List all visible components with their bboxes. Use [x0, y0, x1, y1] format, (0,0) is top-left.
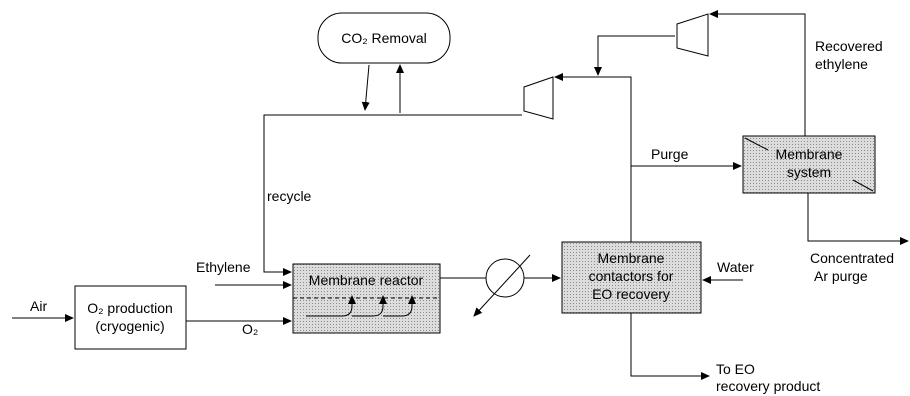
stream-recovered-return — [594, 35, 675, 76]
o2-production-label-line2: (cryogenic) — [95, 318, 164, 334]
stream-eo-product — [630, 313, 710, 380]
water-label: Water — [717, 259, 754, 275]
stream-recycle — [263, 114, 522, 276]
membrane-contactors-label-line2: contactors for — [589, 268, 674, 284]
membrane-system-unit — [742, 135, 876, 194]
o2-label: O₂ — [242, 321, 258, 337]
ar-purge-label-line2: Ar purge — [814, 268, 868, 284]
o2-production-label-line1: O₂ production — [87, 300, 173, 316]
membrane-system-label-line1: Membrane — [776, 146, 843, 162]
purge-label: Purge — [651, 146, 689, 162]
eo-product-label-line1: To EO — [716, 361, 755, 377]
ethylene-label: Ethylene — [196, 259, 251, 275]
heat-exchanger — [485, 258, 525, 298]
membrane-contactors-unit — [561, 241, 702, 314]
air-label: Air — [30, 298, 47, 314]
permeation-arrows — [306, 295, 416, 317]
co2-removal-unit — [317, 12, 451, 64]
membrane-system-label-line2: system — [787, 164, 831, 180]
membrane-reactor-label: Membrane reactor — [309, 272, 424, 288]
ar-purge-label-line1: Concentrated — [810, 250, 894, 266]
stream-contactors-overhead — [554, 73, 632, 242]
co2-removal-label: CO₂ Removal — [341, 30, 427, 46]
membrane-contactors-label-line3: EO recovery — [592, 286, 670, 302]
compressor-recycle — [523, 76, 554, 120]
compressor-recovered — [676, 13, 709, 57]
recovered-ethylene-label-line1: Recovered — [815, 38, 883, 54]
eo-product-label-line2: recovery product — [716, 378, 820, 394]
heat-exchanger-coolant — [473, 254, 531, 317]
recycle-label: recycle — [267, 188, 312, 204]
membrane-system-diagonal-bottom — [852, 179, 874, 192]
stream-ar-purge — [807, 193, 909, 245]
recovered-ethylene-label-line2: ethylene — [815, 56, 868, 72]
stream-recovered-ethylene — [709, 10, 806, 136]
stream-to-co2-removal — [361, 64, 370, 111]
o2-production-unit — [74, 285, 187, 350]
membrane-system-diagonal-top — [744, 137, 769, 151]
membrane-contactors-label-line1: Membrane — [598, 250, 665, 266]
